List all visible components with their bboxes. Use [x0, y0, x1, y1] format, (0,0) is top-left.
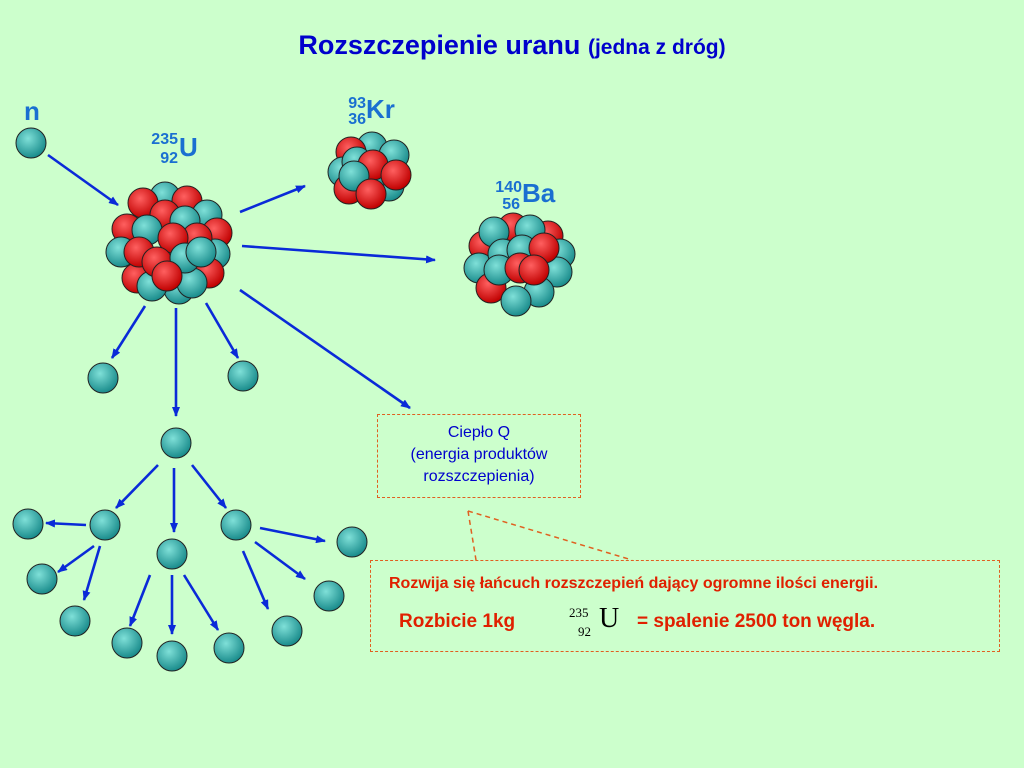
reaction-arrow — [82, 545, 102, 601]
free-neutron — [156, 640, 188, 672]
uranium-label: 235 92 U — [144, 130, 214, 170]
reaction-arrow — [110, 305, 147, 359]
energy-equation-left: Rozbicie 1kg — [399, 611, 516, 632]
free-neutron — [271, 615, 303, 647]
reaction-arrow — [182, 574, 220, 631]
uranium-symbol: U — [179, 132, 198, 162]
arrow-group — [45, 153, 436, 635]
heat-line-3: rozszczepienia) — [423, 468, 535, 485]
krypton-nucleus — [327, 131, 412, 210]
krypton-mass: 93 — [348, 95, 366, 112]
barium-mass: 140 — [495, 179, 522, 196]
heat-callout: Ciepło Q (energia produktów rozszczepien… — [377, 414, 581, 498]
proton-sphere — [151, 260, 183, 292]
title-main: Rozszczepienie uranu — [298, 30, 581, 60]
reaction-arrow — [241, 244, 436, 264]
proton-sphere — [518, 254, 550, 286]
uranium-atomic: 92 — [160, 150, 178, 167]
free-neutron — [160, 427, 192, 459]
reaction-arrow — [190, 464, 228, 509]
free-neutron — [89, 509, 121, 541]
reaction-arrow — [254, 540, 306, 581]
free-neutron — [26, 563, 58, 595]
barium-label: 140 56 Ba — [484, 178, 574, 218]
uranium-nucleus — [105, 181, 233, 305]
reaction-arrow — [239, 184, 306, 214]
equation-uranium-mass: 235 — [569, 605, 589, 620]
barium-nucleus — [463, 212, 576, 317]
equation-uranium-atomic: 92 — [578, 624, 591, 639]
neutron-sphere — [185, 236, 217, 268]
proton-sphere — [355, 178, 387, 210]
nucleus-group — [105, 131, 576, 317]
free-neutron — [12, 508, 44, 540]
reaction-arrow — [115, 464, 159, 509]
page-title: Rozszczepienie uranu (jedna z dróg) — [0, 30, 1024, 61]
reaction-arrow — [45, 519, 87, 528]
free-neutron — [313, 580, 345, 612]
free-neutron — [111, 627, 143, 659]
krypton-atomic: 36 — [348, 111, 366, 128]
uranium-mass: 235 — [151, 131, 178, 148]
chain-reaction-callout: Rozwija się łańcuch rozszczepień dający … — [370, 560, 1000, 652]
chain-reaction-text: Rozwija się łańcuch rozszczepień dający … — [389, 575, 879, 592]
energy-equation-right: = spalenie 2500 ton węgla. — [637, 611, 876, 632]
title-subtitle: (jedna z dróg) — [587, 36, 726, 59]
barium-atomic: 56 — [502, 196, 520, 213]
free-neutron — [220, 509, 252, 541]
callout-pointer — [467, 510, 633, 561]
heat-line-1: Ciepło Q — [447, 424, 511, 441]
reaction-arrow — [239, 288, 411, 410]
reaction-arrow — [241, 550, 270, 610]
heat-line-2: (energia produktów — [410, 446, 548, 463]
free-neutron-group — [12, 127, 368, 672]
barium-symbol: Ba — [522, 178, 556, 208]
krypton-symbol: Kr — [366, 94, 395, 124]
neutron-sphere — [500, 285, 532, 317]
free-neutron — [156, 538, 188, 570]
free-neutron — [227, 360, 259, 392]
reaction-arrow — [47, 153, 119, 207]
neutron-label: n — [24, 96, 40, 126]
reaction-arrow — [204, 302, 240, 359]
free-neutron — [87, 362, 119, 394]
reaction-arrow — [259, 526, 326, 544]
reaction-arrow — [57, 544, 95, 574]
free-neutron — [213, 632, 245, 664]
equation-uranium-symbol: U — [599, 603, 620, 634]
incoming-neutron — [15, 127, 47, 159]
free-neutron — [59, 605, 91, 637]
proton-sphere — [380, 159, 412, 191]
krypton-label: 93 36 Kr — [336, 94, 416, 134]
reaction-arrow — [128, 574, 152, 627]
free-neutron — [336, 526, 368, 558]
